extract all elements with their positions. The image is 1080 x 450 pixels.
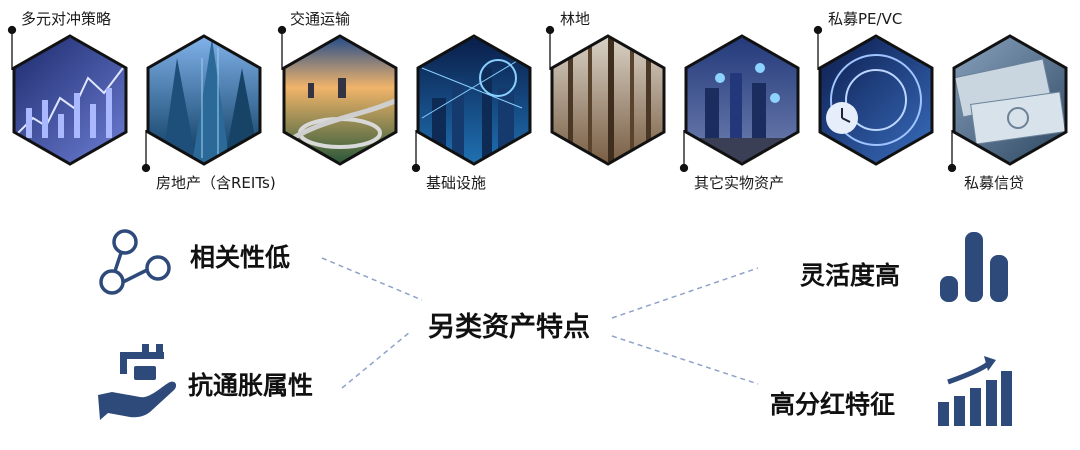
hex-tile-realestate (146, 34, 262, 166)
hex-tile-pevc (818, 34, 934, 166)
hex-tile-forest (550, 34, 666, 166)
label-connectors (7, 25, 957, 173)
dashed-connectors (321, 257, 759, 389)
center-title: 另类资产特点 (428, 312, 590, 343)
asset-label-pevc: 私募PE/VC (828, 10, 903, 28)
network-nodes-icon (99, 229, 171, 295)
asset-label-credit: 私募信贷 (964, 174, 1025, 192)
hex-tile-infrastructure (416, 34, 532, 166)
asset-label-realestate: 房地产（含REITs) (156, 174, 276, 192)
bar-chart-icon (940, 232, 1008, 302)
hand-key-icon (98, 344, 177, 420)
hex-tile-hedge (12, 34, 128, 166)
asset-label-forest: 林地 (560, 10, 591, 28)
feature-high-dividend: 高分红特征 (770, 390, 896, 419)
asset-label-infrastructure: 基础设施 (426, 174, 487, 192)
asset-label-physical: 其它实物资产 (694, 174, 785, 192)
hex-tile-transport (282, 34, 398, 166)
feature-low-correlation: 相关性低 (190, 243, 291, 272)
growth-chart-icon (938, 356, 1012, 426)
feature-anti-inflation: 抗通胀属性 (188, 371, 314, 400)
hex-tile-physical (684, 34, 800, 166)
feature-high-flexibility: 灵活度高 (800, 261, 901, 290)
asset-label-hedge: 多元对冲策略 (21, 10, 112, 28)
asset-label-transport: 交通运输 (290, 10, 351, 28)
hex-tile-credit (952, 34, 1068, 166)
